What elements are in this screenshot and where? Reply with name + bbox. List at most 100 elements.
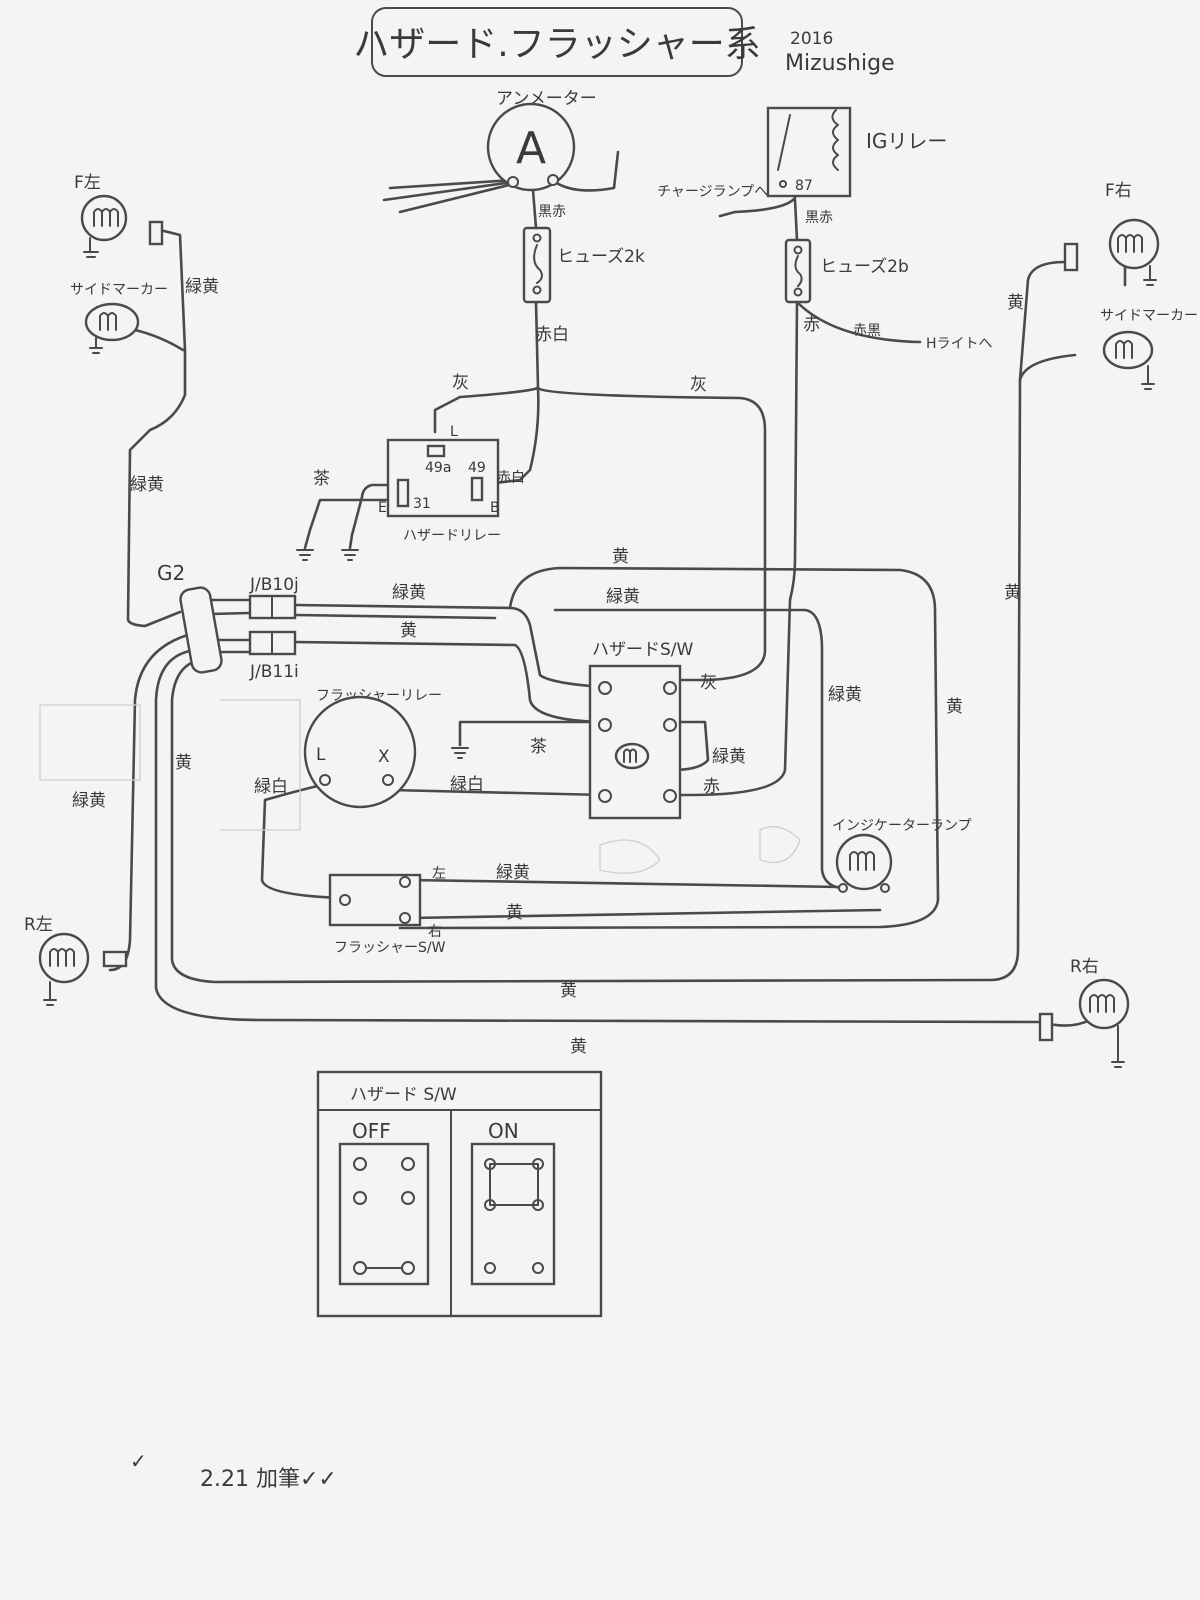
hazard-sw-terminal (663, 718, 677, 732)
wire-label-red-white-2: 赤白 (497, 470, 525, 486)
fuse2k-down-wire (534, 300, 540, 390)
red-white-to-49 (476, 386, 540, 487)
hazard-sw-terminal (598, 718, 612, 732)
wire-label-yellow-5: 黄 (946, 697, 963, 717)
wire-label-yellow-8: 黄 (560, 981, 577, 1001)
flasher-switch: 左 右 フラッシャーS/W (328, 866, 446, 956)
wire-label-yellow-1: 黄 (1007, 293, 1024, 313)
wire-label-gray-1: 灰 (452, 373, 469, 393)
wire-label-yellow-bottom: 黄 (570, 1037, 587, 1057)
hazard-relay-B: B (490, 500, 500, 516)
flasher-relay-terminal-X (382, 774, 394, 786)
gray-wire-to-hazard-sw (536, 386, 767, 682)
footer-mark: ✓ (130, 1449, 147, 1473)
ammeter-gauge (486, 102, 576, 192)
green-white-link (388, 788, 607, 797)
wire-label-green-yellow-2: 緑黄 (130, 475, 164, 495)
ig-relay-contact (777, 114, 791, 171)
ground-icon (341, 549, 359, 561)
flasher-sw-terminal-right (399, 912, 411, 924)
ig-relay-pin (779, 180, 787, 188)
flasher-relay-terminal-L (319, 774, 331, 786)
wire-label-green-yellow-3: 緑黄 (392, 583, 426, 603)
bulb-filament-icon (93, 208, 119, 227)
indicator-lamp-bulb (835, 833, 893, 891)
inset-on-terminal (484, 1262, 496, 1274)
g2-connector: G2 (157, 561, 223, 674)
wire-label-yellow-3: 黄 (400, 621, 417, 641)
inset-off-terminal (353, 1261, 367, 1275)
hazard-switch-inset: ハザード S/W OFF ON (316, 1070, 603, 1318)
fuse-2b-pin-bottom (793, 287, 803, 297)
fuse-2k-element (533, 244, 543, 284)
bulb-filament-icon (99, 312, 117, 331)
hazard-relay-49a: 49a (425, 460, 451, 476)
headlight-wire (795, 300, 922, 344)
fuse-2k-body (522, 226, 552, 304)
ammeter: アンメーター A (486, 89, 597, 192)
wire-label-yellow-4: 黄 (612, 547, 629, 567)
ammeter-to-fuse-wire (531, 188, 538, 230)
faint-sketch-traces (39, 699, 801, 874)
wire-label-red-1: 赤 (803, 315, 820, 335)
left-front-wire (126, 228, 187, 628)
ig-relay: 87 IGリレー (766, 106, 947, 198)
side-marker-left-label: サイドマーカー (70, 282, 168, 298)
inset-title: ハザード S/W (350, 1085, 457, 1105)
ground-icon (1111, 1025, 1125, 1068)
rear-right-lamp: R右 (1038, 957, 1130, 1068)
flasher-sw-terminal-common (339, 894, 351, 906)
brown-hazard-ground (458, 720, 612, 747)
wire-label-gray-2: 灰 (690, 375, 707, 395)
hazard-sw-terminal (598, 789, 612, 803)
indicator-lamp-terminal (880, 883, 890, 893)
hazard-relay-pin-L (426, 444, 446, 458)
hazard-relay-49: 49 (468, 460, 486, 476)
hazard-relay-pin-31 (396, 478, 410, 508)
jb11-label: J/B11i (249, 662, 299, 682)
ground-icon (83, 237, 99, 258)
front-right-lamp: F右 (1063, 181, 1160, 286)
fuse-2k-pin-top (532, 233, 542, 243)
rear-left-label: R左 (24, 915, 53, 935)
hazard-relay-L: L (450, 424, 458, 440)
bulb-filament-icon (49, 948, 75, 967)
hazard-relay-31: 31 (413, 496, 431, 512)
wire-label-yellow-2: 黄 (1004, 583, 1021, 603)
ig-relay-pin-87: 87 (795, 178, 813, 194)
bulb-filament-icon (1115, 340, 1133, 359)
wire-label-gray-3: 灰 (700, 673, 717, 693)
diagram-title: ハザード.フラッシャー系 (353, 24, 760, 65)
flasher-sw-left-label: 左 (432, 866, 446, 882)
author-year: 2016 (790, 29, 833, 49)
faint-trace-lamp (599, 839, 661, 874)
flasher-sw-right-label: 右 (428, 924, 442, 940)
inset-on-label: ON (488, 1119, 519, 1143)
ground-icon (43, 981, 57, 1006)
inset-on-bridge (489, 1163, 539, 1206)
flasher-relay: フラッシャーリレー L X (303, 688, 442, 809)
yellow-loop-right (170, 353, 1077, 984)
footer-note: 2.21 加筆✓✓ (200, 1467, 337, 1492)
fuse-2k-label: ヒューズ2k (557, 247, 645, 267)
gray-wire-to-L (433, 386, 540, 434)
fuse-2b-pin-top (793, 245, 803, 255)
wire-label-yellow-6: 黄 (506, 903, 523, 923)
wire-label-green-white-2: 緑白 (450, 775, 484, 795)
bulb-filament-icon (1117, 234, 1143, 253)
author-name: Mizushige (785, 51, 895, 76)
ig-to-fuse2b-wire (793, 198, 799, 242)
rear-left-bulb (38, 932, 90, 984)
ground-icon (451, 747, 469, 759)
yellow-to-front-right (1018, 260, 1067, 382)
wire-label-red-white-1: 赤白 (535, 325, 569, 345)
wire-label-green-white-1: 緑白 (254, 777, 288, 797)
wire-label-green-yellow-5: 緑黄 (712, 747, 746, 767)
ammeter-symbol: A (516, 123, 546, 174)
ammeter-terminal-right (547, 174, 559, 186)
jb10-parallel (293, 613, 497, 620)
ig-relay-label: IGリレー (866, 129, 947, 153)
rear-left-connector (102, 950, 128, 968)
wire-label-red-2: 赤 (703, 777, 720, 797)
